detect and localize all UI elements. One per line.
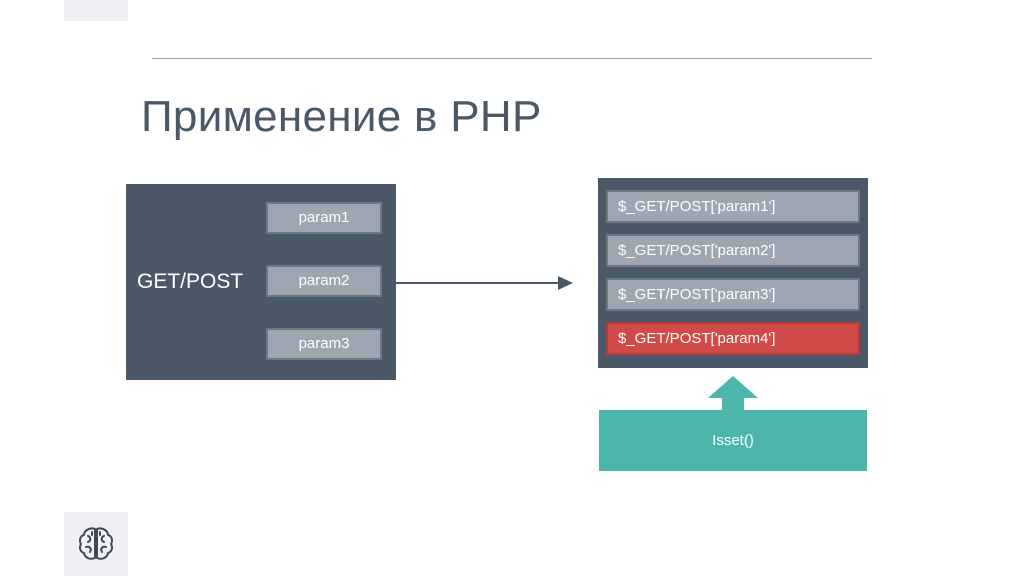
arrow-right-icon	[396, 276, 573, 290]
var-box-1: $_GET/POST['param1']	[606, 190, 860, 223]
php-vars-panel: $_GET/POST['param1'] $_GET/POST['param2'…	[598, 178, 868, 368]
var-box-3: $_GET/POST['param3']	[606, 278, 860, 311]
logo-box	[64, 512, 128, 576]
isset-box: Isset()	[599, 410, 867, 471]
request-panel: GET/POST param1 param2 param3	[126, 184, 396, 380]
top-divider	[152, 58, 872, 59]
slide-title: Применение в PHP	[141, 92, 542, 141]
param-box-2: param2	[266, 265, 382, 297]
corner-tab	[64, 0, 128, 21]
param-box-3: param3	[266, 328, 382, 360]
request-method-label: GET/POST	[137, 270, 244, 293]
param-box-1: param1	[266, 202, 382, 234]
arrow-up-icon	[708, 376, 758, 412]
var-box-2: $_GET/POST['param2']	[606, 234, 860, 267]
var-box-4: $_GET/POST['param4']	[606, 322, 860, 355]
brain-logo-icon	[79, 527, 113, 560]
